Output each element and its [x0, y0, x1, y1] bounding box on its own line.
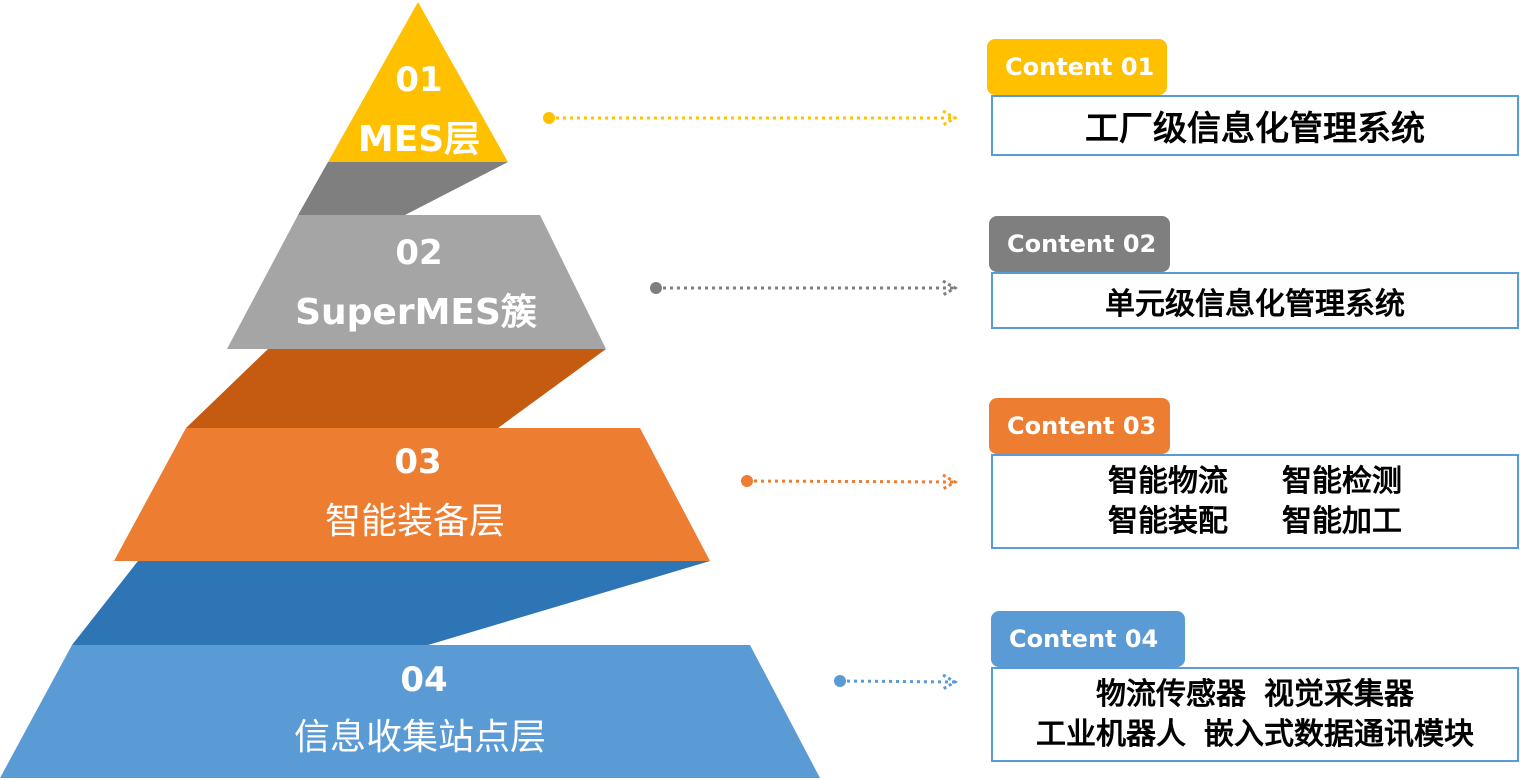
layer-2-side	[186, 349, 606, 428]
layer-3-name: 智能装备层	[324, 501, 506, 542]
layer-1-triangle	[328, 2, 508, 162]
arrow-1	[543, 109, 958, 127]
content-box-4-item: 视觉采集器	[1264, 676, 1414, 712]
layer-4-trapezoid	[0, 645, 820, 778]
content-tag-3: Content 03	[989, 398, 1170, 454]
layer-4-name: 信息收集站点层	[293, 717, 547, 758]
content-box-4: 物流传感器视觉采集器 工业机器人嵌入式数据通讯模块	[991, 667, 1519, 762]
content-tag-4: Content 04	[991, 611, 1185, 667]
layer-3-number: 03	[394, 442, 442, 482]
content-box-3-item: 智能物流	[1108, 463, 1228, 499]
content-box-1: 工厂级信息化管理系统	[991, 95, 1519, 156]
arrow-3	[741, 473, 958, 491]
content-box-1-line-1: 工厂级信息化管理系统	[1085, 101, 1425, 150]
layer-2-name: SuperMES簇	[295, 292, 537, 333]
arrow-2	[650, 279, 958, 297]
content-box-4-line-2: 工业机器人嵌入式数据通讯模块	[1036, 715, 1474, 755]
content-box-3-item: 智能检测	[1282, 463, 1402, 499]
content-box-3-line-2: 智能装配 智能加工	[1108, 502, 1402, 542]
content-box-3-item: 智能加工	[1282, 503, 1402, 539]
layer-1-side	[298, 162, 508, 215]
content-box-3: 智能物流 智能检测 智能装配 智能加工	[991, 454, 1519, 549]
layer-3-side	[72, 561, 710, 645]
content-box-2-text: 单元级信息化管理系统	[1105, 286, 1405, 322]
content-box-4-item: 嵌入式数据通讯模块	[1204, 716, 1474, 752]
content-box-3-line-1: 智能物流 智能检测	[1108, 462, 1402, 502]
layer-1-number: 01	[395, 60, 443, 100]
content-box-4-item: 工业机器人	[1036, 716, 1186, 752]
content-box-4-item: 物流传感器	[1096, 676, 1246, 712]
layer-1-name: MES层	[357, 119, 481, 160]
content-tag-2: Content 02	[989, 216, 1170, 272]
layer-4-number: 04	[400, 660, 448, 700]
content-box-1-text: 工厂级信息化管理系统	[1085, 109, 1425, 149]
content-tag-1: Content 01	[987, 39, 1167, 95]
content-box-2-line-1: 单元级信息化管理系统	[1105, 279, 1405, 323]
content-box-4-line-1: 物流传感器视觉采集器	[1096, 675, 1414, 715]
layer-2-trapezoid	[227, 215, 606, 349]
layer-2-number: 02	[395, 233, 443, 273]
content-box-2: 单元级信息化管理系统	[991, 272, 1519, 329]
layer-3-trapezoid	[114, 428, 710, 561]
arrow-4	[834, 673, 958, 691]
content-box-3-item: 智能装配	[1108, 503, 1228, 539]
